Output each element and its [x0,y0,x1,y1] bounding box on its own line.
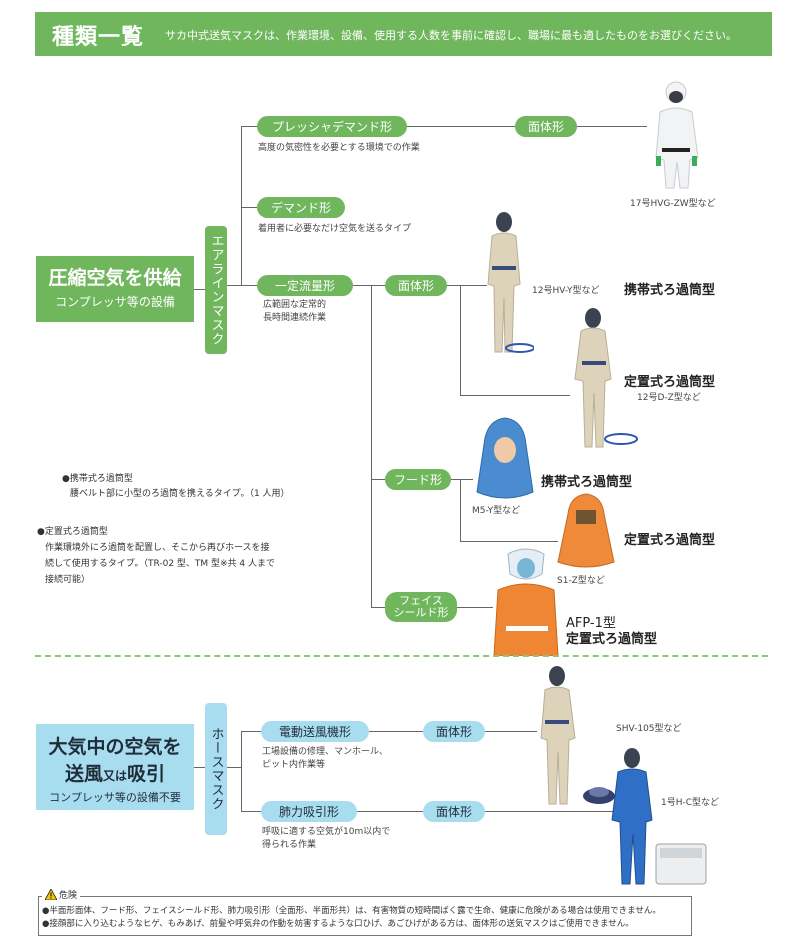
warning-line-1: ●半面形面体、フード形、フェイスシールド形、肺力吸引形（全面形、半面形共）は、有… [42,906,661,916]
hose-mask-bar: ホースマスク [205,703,227,835]
blower-pill: 電動送風機形 [261,721,369,742]
demand-pill: デマンド形 [257,197,345,218]
figure-hazmat-suit [655,81,699,189]
lung-desc-2: 得られる作業 [262,840,317,850]
cf-hood-type-1: 携帯式ろ過筒型 [541,475,633,490]
constant-flow-desc-2: 長時間連続作業 [263,313,327,323]
page-title: 種類一覧 [52,25,145,50]
header-description: サカ中式送気マスクは、作業環境、設備、使用する人数を事前に確認し、職場に最も適し… [165,29,737,42]
atmospheric-title-1: 大気中の空気を [48,736,182,758]
figure-face-shield [493,548,559,656]
cf-hood-type-2: 定置式ろ過筒型 [624,533,716,548]
blower-desc-1: 工場設備の修理、マンホール、 [262,747,389,757]
cf-hood-caption-1: M5-Y型など [472,506,521,516]
note-stationary-title: ●定置式ろ過筒型 [37,527,108,537]
warning-label: 危険 [59,891,78,901]
blower-caption: SHV-105型など [616,724,682,734]
note-portable-title: ●携帯式ろ過筒型 [62,474,133,484]
blower-desc-2: ピット内作業等 [262,760,326,770]
cf-hood-caption-2: S1-Z型など [557,576,605,586]
note-stationary-desc-1: 作業環境外にろ過筒を配置し、そこから再びホースを接 [45,543,270,553]
figure-blower-worker [540,666,615,805]
cf-face-shield-label-1: フェイス [399,594,443,607]
cf-face-shield-model: AFP-1型 [566,616,616,631]
cf-face-shield-pill: フェイス シールド形 [385,592,457,622]
lung-desc-1: 呼吸に適する空気が10m以内で [262,827,391,837]
warning-box [38,896,692,936]
atmospheric-title-or: 又は [102,769,127,783]
figure-lung-worker [611,748,707,885]
atmospheric-title-2: 送風又は吸引 [36,759,194,786]
note-stationary-desc-2: 続して使用するタイプ。（TR-02 型、TM 型※共 4 人まで [45,559,276,569]
atmospheric-title-blow: 送風 [64,763,103,785]
airline-mask-bar: エアラインマスク [205,226,227,354]
pressure-demand-caption: 17号HVG-ZW型など [630,199,716,209]
warning-icon [45,889,57,900]
figure-worker-stationary-face [574,308,638,448]
figure-blue-hood [476,417,534,499]
pressure-demand-pill: プレッシャデマンド形 [257,116,407,137]
lung-caption: 1号H-C型など [661,798,720,808]
constant-flow-pill: 一定流量形 [257,275,353,296]
section-divider [35,655,768,657]
compressed-air-subtitle: コンプレッサ等の設備 [55,295,175,309]
lung-face-pill: 面体形 [423,801,485,822]
figure-orange-hood [557,493,615,568]
constant-flow-desc-1: 広範囲な定常的 [263,300,327,310]
note-portable-desc: 腰ベルト部に小型のろ過筒を携えるタイプ。（1 人用） [70,489,290,499]
compressed-air-title: 圧縮空気を供給 [48,267,182,289]
lung-pill: 肺力吸引形 [261,801,357,822]
atmospheric-subtitle: コンプレッサ等の設備不要 [49,791,181,804]
cf-face-type-2: 定置式ろ過筒型 [624,375,716,390]
compressed-air-category: 圧縮空気を供給 コンプレッサ等の設備 [36,256,194,322]
note-stationary-desc-3: 接続可能） [45,575,91,585]
cf-face-caption-2: 12号D-Z型など [637,393,701,403]
warning-line-2: ●接顔部に入り込むようなヒゲ、もみあげ、前髪や呼気弁の作動を妨害するような口ひげ… [42,919,634,929]
pressure-demand-face-pill: 面体形 [515,116,577,137]
blower-face-pill: 面体形 [423,721,485,742]
cf-face-pill: 面体形 [385,275,447,296]
cf-face-type-1: 携帯式ろ過筒型 [624,283,716,298]
cf-face-caption-1: 12号HV-Y型など [532,286,600,296]
atmospheric-air-category: 大気中の空気を 送風又は吸引 コンプレッサ等の設備不要 [36,724,194,810]
header-bar [35,12,772,56]
cf-face-shield-type: 定置式ろ過筒型 [566,632,658,647]
demand-desc: 着用者に必要なだけ空気を送るタイプ [258,224,412,234]
cf-face-shield-label-2: シールド形 [393,606,449,619]
warning-heading: 危険 [42,888,81,901]
figure-worker-portable-face [487,212,534,353]
pressure-demand-desc: 高度の気密性を必要とする環境での作業 [258,143,420,153]
atmospheric-title-suck: 吸引 [127,763,166,785]
cf-hood-pill: フード形 [385,469,451,490]
